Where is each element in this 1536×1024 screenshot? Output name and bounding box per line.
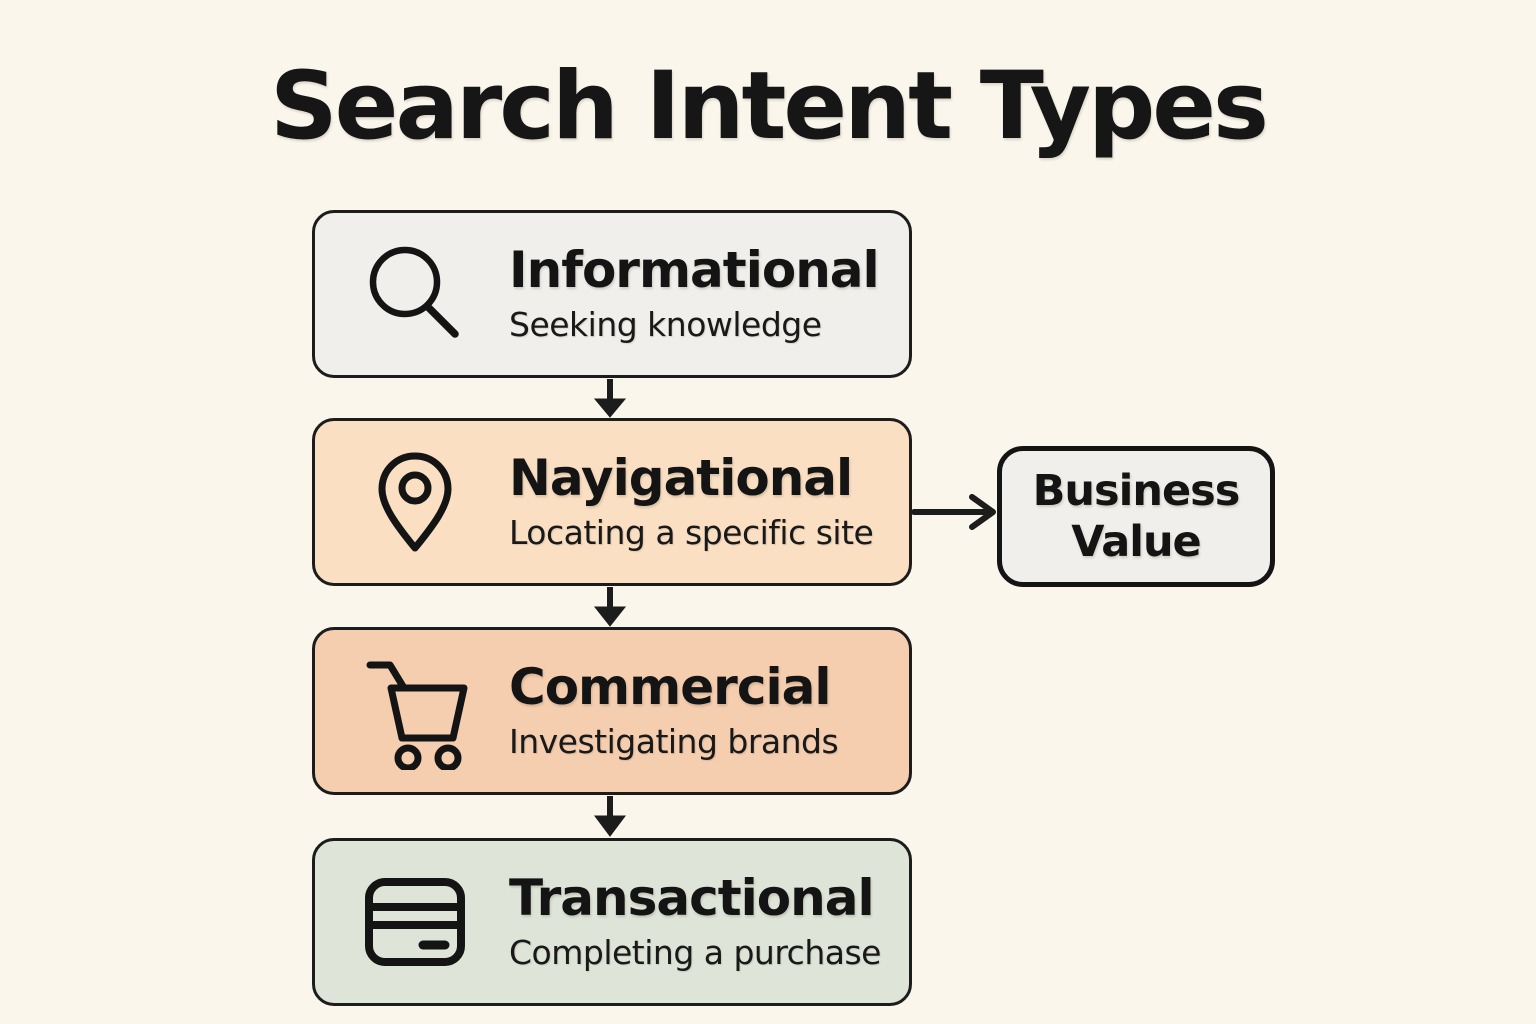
credit-card-icon [357, 876, 473, 968]
side-node-label: Business Value [1032, 466, 1241, 567]
arrow-navigational-to-commercial [593, 587, 627, 627]
location-pin-icon [357, 450, 473, 554]
node-informational: Informational Seeking knowledge [312, 210, 912, 378]
shopping-cart-icon [357, 652, 473, 770]
node-label: Commercial [509, 657, 831, 716]
node-description: Seeking knowledge [509, 305, 822, 345]
node-description: Investigating brands [509, 722, 839, 762]
arrow-commercial-to-transactional [594, 796, 626, 837]
node-navigational: Nayigational Locating a specific site [312, 418, 912, 586]
search-icon [357, 242, 473, 346]
node-business-value: Business Value [997, 446, 1275, 587]
node-transactional: Transactional Completing a purchase [312, 838, 912, 1006]
arrow-informational-to-navigational [593, 379, 627, 418]
diagram-title: Search Intent Types [269, 52, 1269, 161]
node-description: Completing a purchase [509, 933, 881, 973]
node-label: Informational [509, 240, 880, 299]
node-description: Locating a specific site [509, 513, 874, 553]
node-commercial: Commercial Investigating brands [312, 627, 912, 795]
node-label: Nayigational [509, 448, 853, 507]
node-label: Transactional [509, 868, 875, 927]
arrow-navigational-to-business-value [911, 494, 996, 530]
